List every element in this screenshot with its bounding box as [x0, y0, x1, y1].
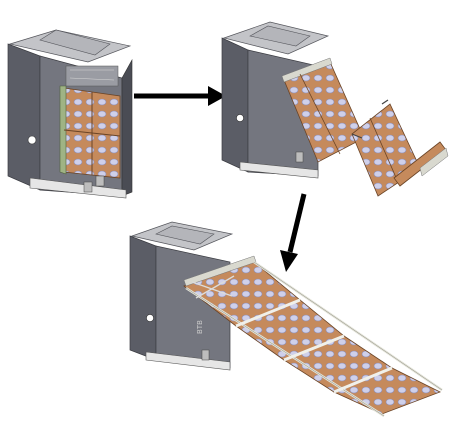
panel-segment-2	[351, 103, 421, 197]
housing-side-left	[221, 37, 249, 173]
housing-mechanism	[65, 65, 119, 87]
stage-unfolding	[221, 21, 449, 197]
arrow-unfolding-to-deployed	[280, 193, 307, 272]
housing-side-left	[7, 43, 41, 191]
panel-frame-edge	[59, 85, 67, 175]
base-foot	[83, 181, 93, 193]
housing-port	[27, 135, 37, 145]
housing-port	[146, 314, 154, 322]
hinge-link	[351, 133, 363, 139]
housing-right-flange	[121, 58, 133, 197]
stage-stowed	[7, 29, 133, 199]
housing-side-left	[129, 235, 157, 361]
arrow-stowed-to-unfolding	[134, 86, 226, 106]
housing-base-rail	[29, 177, 127, 199]
housing-port	[236, 114, 244, 122]
housing-top-box	[39, 29, 111, 56]
housing-marking: BTB	[196, 320, 204, 334]
stage-deployed: BTB	[129, 221, 443, 418]
